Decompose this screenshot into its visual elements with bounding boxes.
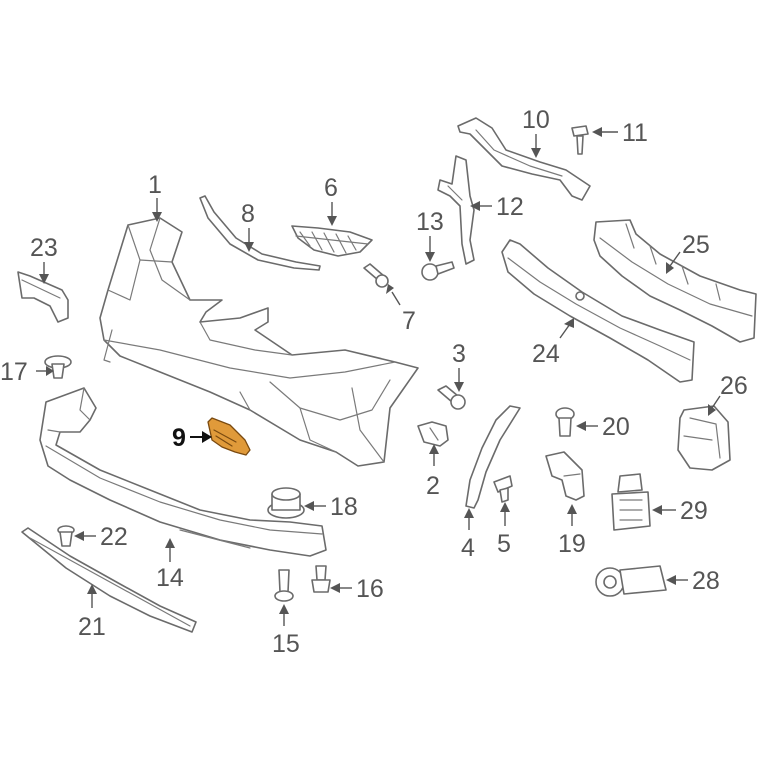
callout-label-21: 21 — [78, 613, 106, 641]
callout-label-15: 15 — [272, 630, 300, 658]
part-9-highlighted-bracket — [207, 417, 251, 456]
part-side-strip — [465, 405, 521, 509]
callout-group-13: 13 — [416, 208, 444, 262]
part-clip-22 — [57, 525, 75, 547]
callout-label-16: 16 — [356, 575, 384, 603]
callout-group-7: 7 — [386, 284, 416, 335]
part-bolt-7 — [363, 263, 389, 288]
callout-group-9: 9 — [172, 424, 212, 452]
callout-label-3: 3 — [452, 340, 466, 368]
part-bolt-16 — [311, 565, 331, 593]
callout-group-6: 6 — [324, 174, 338, 226]
part-bolt-13 — [421, 261, 455, 281]
part-bolt-3 — [437, 385, 466, 410]
part-reinforcement-beam — [501, 239, 695, 383]
callout-group-21: 21 — [78, 584, 106, 641]
callout-label-24: 24 — [532, 340, 560, 368]
part-bumper-cover — [99, 217, 419, 467]
callout-label-4: 4 — [461, 534, 475, 562]
callout-label-6: 6 — [324, 174, 338, 202]
part-sensor-28 — [595, 565, 667, 597]
callout-group-15: 15 — [272, 604, 300, 658]
callout-group-25: 25 — [666, 231, 710, 274]
callout-label-5: 5 — [497, 530, 511, 558]
callout-label-17: 17 — [0, 358, 28, 386]
callout-group-10: 10 — [522, 106, 550, 158]
callout-label-18: 18 — [330, 493, 358, 521]
callout-label-14: 14 — [156, 564, 184, 592]
part-bolt-15 — [274, 569, 294, 602]
part-clip-20 — [555, 407, 575, 437]
callout-label-28: 28 — [692, 567, 720, 595]
callout-label-23: 23 — [30, 234, 58, 262]
callout-group-17: 17 — [0, 358, 54, 386]
part-clip-18 — [267, 487, 305, 519]
callout-group-18: 18 — [304, 493, 358, 521]
callout-label-11: 11 — [622, 119, 648, 147]
callout-label-10: 10 — [522, 106, 550, 134]
callout-group-24: 24 — [532, 318, 574, 368]
callout-label-8: 8 — [241, 200, 255, 228]
callout-label-12: 12 — [496, 193, 524, 221]
part-bracket-12 — [437, 155, 475, 265]
callout-group-8: 8 — [241, 200, 255, 252]
callout-group-23: 23 — [30, 234, 58, 284]
callout-label-26: 26 — [720, 372, 748, 400]
part-clip-17 — [44, 355, 72, 379]
part-energy-absorber — [593, 219, 757, 343]
part-lower-spoiler — [39, 387, 327, 557]
part-grille-insert — [291, 225, 373, 257]
part-clip-2 — [417, 421, 449, 447]
part-bracket-10 — [457, 117, 591, 201]
callout-label-22: 22 — [100, 523, 128, 551]
callout-label-13: 13 — [416, 208, 444, 236]
callout-label-1: 1 — [148, 171, 162, 199]
part-molding-strip — [199, 195, 321, 271]
callout-group-29: 29 — [652, 497, 708, 525]
part-clip-5 — [493, 475, 513, 503]
callout-group-16: 16 — [330, 575, 384, 603]
callout-group-11: 11 — [592, 119, 648, 147]
part-bracket-19 — [545, 451, 585, 501]
part-strip-21 — [21, 527, 197, 633]
part-sensor-29 — [611, 473, 651, 531]
callout-label-7: 7 — [402, 307, 416, 335]
callout-label-29: 29 — [680, 497, 708, 525]
callout-group-14: 14 — [156, 538, 184, 592]
part-bracket-23 — [17, 271, 69, 323]
callout-label-25: 25 — [682, 231, 710, 259]
callout-label-20: 20 — [602, 413, 630, 441]
callout-group-4: 4 — [461, 508, 475, 562]
callout-group-3: 3 — [452, 340, 466, 392]
callout-group-28: 28 — [666, 567, 720, 595]
callout-label-9: 9 — [172, 424, 186, 452]
callout-group-26: 26 — [708, 372, 748, 416]
part-screw-11 — [571, 125, 589, 155]
callout-group-12: 12 — [470, 193, 524, 221]
callout-group-20: 20 — [576, 413, 630, 441]
callout-label-2: 2 — [426, 472, 440, 500]
callout-group-5: 5 — [497, 502, 511, 558]
part-bracket-26 — [677, 405, 731, 471]
callout-label-19: 19 — [558, 530, 586, 558]
callout-group-1: 1 — [148, 171, 162, 222]
callout-group-2: 2 — [426, 444, 440, 500]
callout-group-22: 22 — [74, 523, 128, 551]
callout-group-19: 19 — [558, 504, 586, 558]
